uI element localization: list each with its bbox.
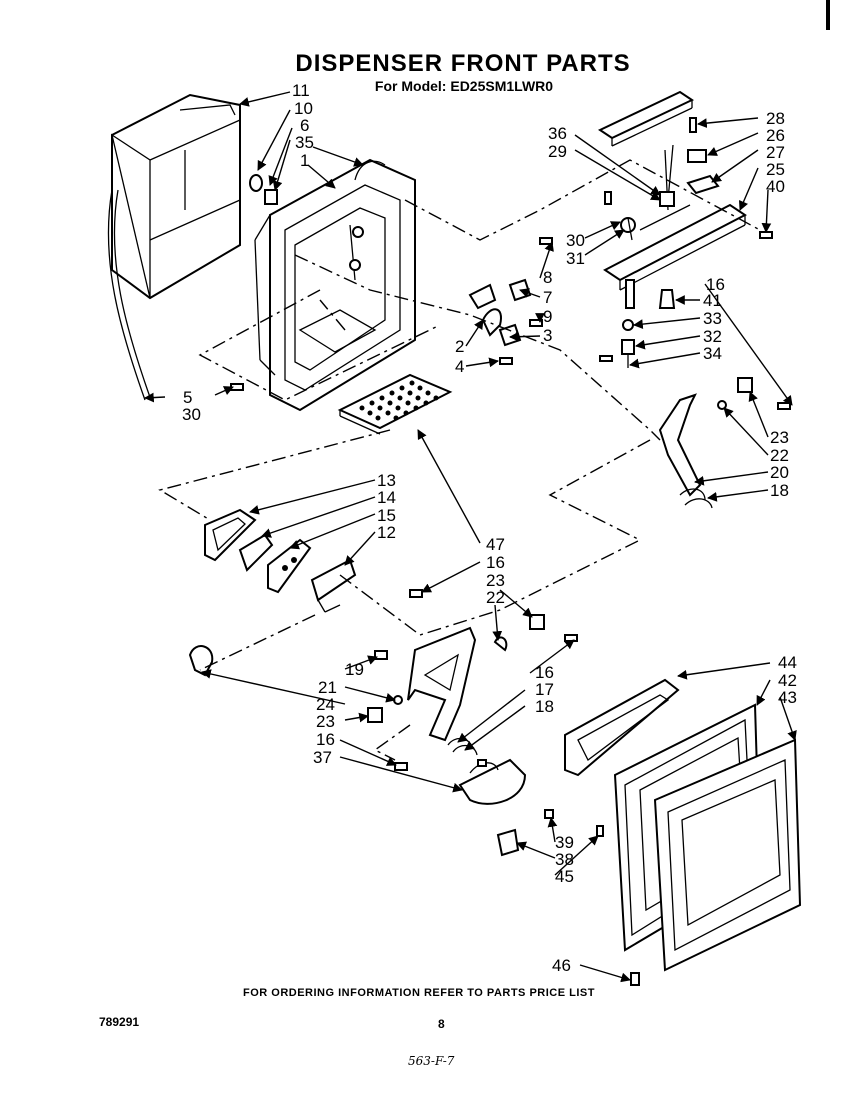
callout-5: 5	[183, 388, 192, 407]
callout-39: 39	[555, 833, 574, 852]
solenoid-parts	[599, 289, 676, 368]
callout-33: 33	[703, 309, 722, 328]
callout-4: 4	[455, 357, 464, 376]
dispenser-frame	[254, 158, 416, 412]
callout-6: 6	[300, 116, 309, 135]
alignment-lines	[158, 159, 761, 761]
callout-18-right: 18	[770, 481, 789, 500]
page-title: DISPENSER FRONT PARTS	[295, 50, 631, 77]
callout-2: 2	[455, 337, 464, 356]
callout-22-center: 22	[486, 588, 505, 607]
callout-31: 31	[566, 249, 585, 268]
callout-10: 10	[294, 99, 313, 118]
model-subtitle: For Model: ED25SM1LWR0	[374, 78, 554, 94]
callout-26: 26	[766, 126, 785, 145]
callout-45: 45	[555, 867, 574, 886]
callout-25: 25	[766, 160, 785, 179]
callout-36: 36	[548, 124, 567, 143]
callout-24: 24	[316, 695, 335, 714]
drip-grille	[337, 373, 453, 435]
callout-22-right: 22	[770, 446, 789, 465]
callout-34: 34	[703, 344, 722, 363]
callout-15: 15	[377, 506, 396, 525]
callout-30-right: 30	[566, 231, 585, 250]
callout-16-lower: 16	[316, 730, 335, 749]
callout-20: 20	[770, 463, 789, 482]
page-number: 8	[438, 1017, 445, 1031]
callout-32: 32	[703, 327, 722, 346]
callout-38: 38	[555, 850, 574, 869]
handwritten-reference: 563-F-7	[408, 1054, 455, 1068]
callout-35: 35	[295, 133, 314, 152]
dispenser-housing	[107, 93, 241, 401]
left-pivot-part	[188, 645, 214, 677]
door-flap-assembly	[204, 508, 357, 613]
callout-14: 14	[377, 488, 396, 507]
callout-40: 40	[766, 177, 785, 196]
callout-23-lower: 23	[316, 712, 335, 731]
callout-30-left: 30	[182, 405, 201, 424]
ordering-info-note: FOR ORDERING INFORMATION REFER TO PARTS …	[243, 987, 595, 999]
document-number: 789291	[99, 1015, 140, 1029]
switch-bracket-assembly	[603, 144, 747, 309]
callout-44: 44	[778, 653, 797, 672]
leader-lines	[144, 91, 797, 983]
ice-chute-lever-right	[658, 377, 791, 509]
callout-16-mid: 16	[535, 663, 554, 682]
cup-guide	[458, 758, 527, 805]
callout-37: 37	[313, 748, 332, 767]
callout-17: 17	[535, 680, 554, 699]
callout-3: 3	[543, 326, 552, 345]
callout-28: 28	[766, 109, 785, 128]
callout-13: 13	[377, 471, 396, 490]
callout-27: 27	[766, 143, 785, 162]
callout-1: 1	[300, 151, 309, 170]
callout-41: 41	[703, 291, 722, 310]
callout-18-lower: 18	[535, 697, 554, 716]
callout-8: 8	[543, 268, 552, 287]
callout-11: 11	[292, 81, 310, 100]
callout-23-right: 23	[770, 428, 789, 447]
callout-16-center: 16	[486, 553, 505, 572]
callout-21: 21	[318, 678, 337, 697]
dispenser-door-frames	[564, 678, 802, 972]
callout-29: 29	[548, 142, 567, 161]
top-trim-bracket	[597, 90, 695, 147]
callout-numbers: 11 10 6 35 1 5 30 36 29 28 26 27 25 40 3…	[182, 81, 797, 975]
scan-edge-mark	[826, 0, 830, 30]
callout-46: 46	[552, 956, 571, 975]
callout-12: 12	[377, 523, 396, 542]
callout-23-center: 23	[486, 571, 505, 590]
callout-43: 43	[778, 688, 797, 707]
callout-9: 9	[543, 307, 552, 326]
screws-upper-right	[230, 117, 773, 391]
callout-47: 47	[486, 535, 505, 554]
callout-7: 7	[543, 288, 552, 307]
callout-42: 42	[778, 671, 797, 690]
callout-19: 19	[345, 660, 364, 679]
callout-16-upper: 16	[706, 275, 725, 294]
